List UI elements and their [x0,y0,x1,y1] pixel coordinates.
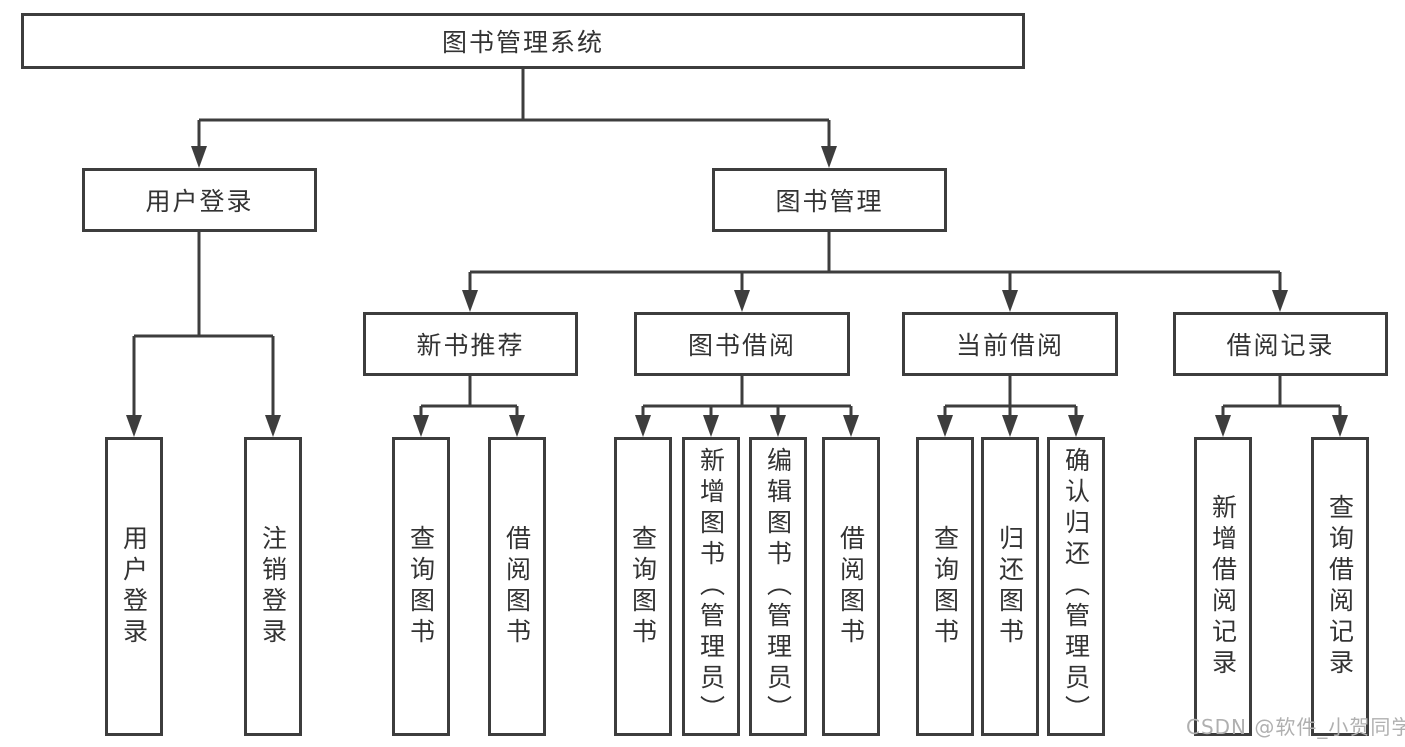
leaf-query-borrow-record-label: 查询借阅记录 [1325,493,1355,680]
leaf-query-books-borrow: 查询图书 [614,437,672,736]
leaf-edit-book-admin: 编辑图书（管理员） [749,437,807,736]
leaf-borrow-books-borrow-label: 借阅图书 [836,524,866,649]
leaf-query-borrow-record: 查询借阅记录 [1311,437,1369,736]
book-management-to-level3-connector [462,232,1288,312]
leaf-query-books-current-label: 查询图书 [930,524,960,649]
leaf-query-books-recommend: 查询图书 [392,437,450,736]
node-book-management: 图书管理 [712,168,947,232]
node-book-management-label: 图书管理 [775,187,884,216]
borrow-record-subtree-connector [1215,376,1348,437]
node-new-book-recommend: 新书推荐 [363,312,578,376]
node-user-login: 用户登录 [82,168,317,232]
leaf-user-login: 用户登录 [105,437,163,736]
new-book-subtree-connector [413,376,525,437]
csdn-watermark: CSDN @软件_小贺同学 [1186,715,1405,739]
node-new-book-recommend-label: 新书推荐 [416,331,525,360]
node-book-borrow-label: 图书借阅 [687,331,796,360]
leaf-logout: 注销登录 [244,437,302,736]
leaf-edit-book-admin-label: 编辑图书（管理员） [763,447,793,726]
leaf-borrow-books-recommend: 借阅图书 [488,437,546,736]
leaf-add-book-admin: 新增图书（管理员） [682,437,740,736]
leaf-user-login-label: 用户登录 [119,524,149,649]
book-borrow-subtree-connector [635,376,859,437]
leaf-confirm-return-admin-label: 确认归还（管理员） [1061,447,1091,726]
leaf-add-borrow-record-label: 新增借阅记录 [1208,493,1238,680]
leaf-return-book: 归还图书 [981,437,1039,736]
leaf-query-books-current: 查询图书 [916,437,974,736]
leaf-borrow-books-recommend-label: 借阅图书 [502,524,532,649]
leaf-borrow-books-borrow: 借阅图书 [822,437,880,736]
node-borrow-records-label: 借阅记录 [1226,331,1335,360]
node-current-borrow: 当前借阅 [902,312,1118,376]
current-borrow-subtree-connector [937,376,1084,437]
leaf-confirm-return-admin: 确认归还（管理员） [1047,437,1105,736]
node-current-borrow-label: 当前借阅 [955,331,1064,360]
node-book-borrow: 图书借阅 [634,312,850,376]
leaf-query-books-recommend-label: 查询图书 [406,524,436,649]
user-login-subtree-connector [126,232,281,437]
root-to-level2-connector [191,69,837,168]
leaf-add-borrow-record: 新增借阅记录 [1194,437,1252,736]
node-borrow-records: 借阅记录 [1173,312,1388,376]
leaf-query-books-borrow-label: 查询图书 [628,524,658,649]
leaf-logout-label: 注销登录 [258,524,288,649]
node-root: 图书管理系统 [21,13,1025,69]
leaf-return-book-label: 归还图书 [995,524,1025,649]
node-root-label: 图书管理系统 [441,28,604,57]
leaf-add-book-admin-label: 新增图书（管理员） [696,447,726,726]
node-user-login-label: 用户登录 [145,187,254,216]
